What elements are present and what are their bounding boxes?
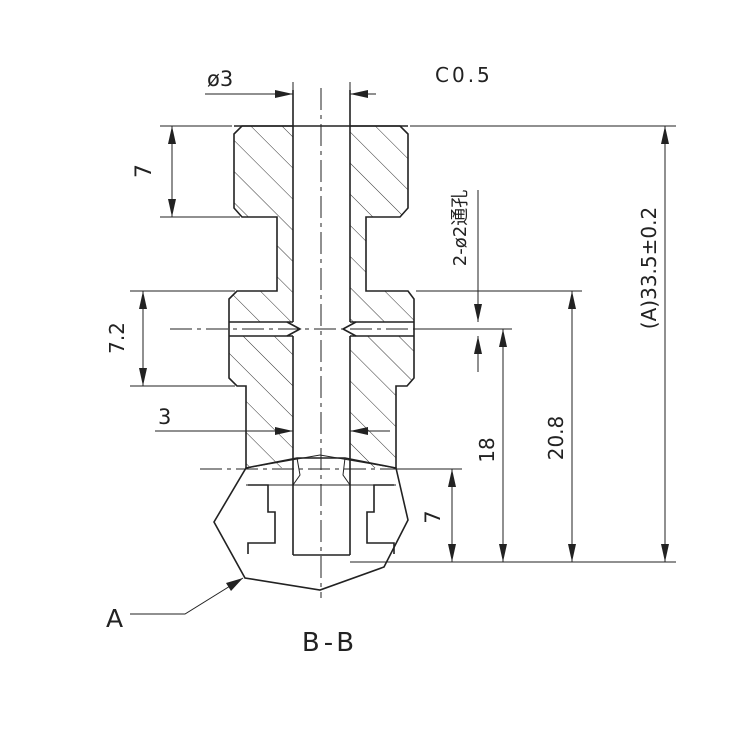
cross-hole-label: 2-ø2通孔 (450, 190, 471, 266)
top-length-label: 7 (132, 164, 157, 178)
detail-a-leader (130, 577, 244, 615)
dimension-texts: ø3 C0.5 7 7.2 3 2-ø2通孔 18 20.8 (A)33.5±0… (105, 63, 661, 658)
section-label: B-B (302, 628, 358, 658)
overall-length-label: (A)33.5±0.2 (637, 207, 661, 329)
bore-diameter-label: ø3 (207, 67, 233, 91)
bottom-length-label: 7 (421, 510, 445, 523)
depth-18-label: 18 (475, 437, 499, 462)
section-hatching (229, 126, 414, 468)
chamfer-label: C0.5 (435, 63, 493, 87)
detail-a-label: A (106, 604, 123, 633)
depth-20-8-label: 20.8 (544, 416, 568, 461)
dimension-lines (139, 90, 669, 562)
middle-length-label: 7.2 (105, 322, 129, 354)
extension-lines (130, 82, 676, 563)
wall-thickness-label: 3 (158, 405, 171, 429)
centerlines (170, 88, 512, 598)
